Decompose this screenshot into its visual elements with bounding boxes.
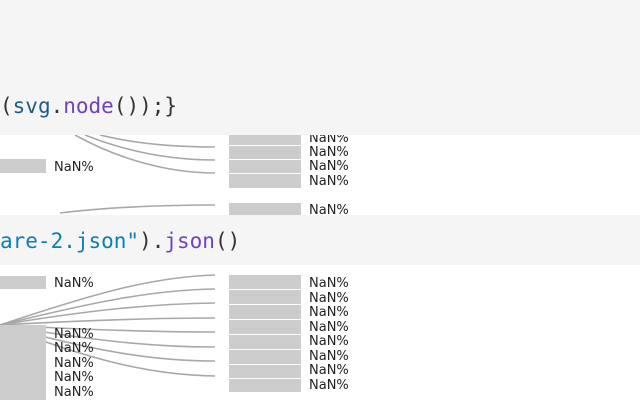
link bbox=[74, 135, 216, 174]
code-token: svg bbox=[12, 94, 51, 118]
right-node-label: NaN% bbox=[309, 291, 349, 306]
right-nodes bbox=[229, 135, 301, 215]
code-line: (svg.node());} bbox=[0, 94, 177, 118]
right-node-bar bbox=[229, 275, 301, 289]
right-nodes bbox=[229, 275, 301, 392]
code-line: are-2.json").json() bbox=[0, 229, 240, 253]
right-node-bar bbox=[229, 379, 301, 392]
right-labels: NaN%NaN%NaN%NaN%NaN% bbox=[309, 135, 349, 215]
left-node-label: NaN% bbox=[54, 276, 94, 291]
right-node-bar bbox=[229, 203, 301, 215]
sankey-chart-2: NaN%NaN%NaN%NaN%NaN%NaN% NaN%NaN%NaN%NaN… bbox=[0, 274, 349, 400]
left-node-bar bbox=[0, 325, 46, 400]
link bbox=[59, 204, 216, 214]
right-node-label: NaN% bbox=[309, 320, 349, 335]
link bbox=[0, 288, 216, 326]
link bbox=[0, 317, 216, 326]
left-nodes bbox=[0, 276, 46, 400]
link bbox=[0, 274, 216, 326]
right-node-label: NaN% bbox=[309, 203, 349, 215]
code-token: ). bbox=[139, 229, 165, 253]
right-node-label: NaN% bbox=[309, 174, 349, 189]
left-node-bar bbox=[0, 159, 46, 173]
right-node-bar bbox=[229, 174, 301, 188]
chart-output-1: NaN% NaN%NaN%NaN%NaN%NaN% bbox=[0, 135, 640, 215]
right-node-bar bbox=[229, 146, 301, 159]
right-node-bar bbox=[229, 135, 301, 145]
left-labels: NaN%NaN%NaN%NaN%NaN%NaN% bbox=[54, 276, 94, 400]
sankey-chart-1: NaN% NaN%NaN%NaN%NaN%NaN% bbox=[0, 135, 349, 215]
right-node-label: NaN% bbox=[309, 334, 349, 349]
left-node-label: NaN% bbox=[54, 370, 94, 385]
chart-output-2: NaN%NaN%NaN%NaN%NaN%NaN% NaN%NaN%NaN%NaN… bbox=[0, 265, 640, 400]
left-node-label: NaN% bbox=[54, 327, 94, 342]
code-token: ( bbox=[0, 94, 13, 118]
left-node-bar bbox=[0, 276, 46, 289]
right-node-bar bbox=[229, 335, 301, 349]
right-labels: NaN%NaN%NaN%NaN%NaN%NaN%NaN%NaN% bbox=[309, 276, 349, 393]
code-token: () bbox=[214, 229, 241, 253]
left-labels: NaN% bbox=[54, 160, 94, 175]
links bbox=[59, 135, 216, 214]
code-token: are-2.json" bbox=[0, 229, 140, 253]
right-node-bar bbox=[229, 305, 301, 319]
right-node-bar bbox=[229, 290, 301, 304]
link bbox=[0, 302, 216, 326]
link bbox=[99, 135, 216, 148]
right-node-bar bbox=[229, 160, 301, 173]
left-nodes bbox=[0, 159, 46, 173]
right-node-label: NaN% bbox=[309, 305, 349, 320]
left-node-label: NaN% bbox=[54, 356, 94, 371]
code-cell-1[interactable]: (svg.node());} bbox=[0, 0, 640, 135]
code-token: . bbox=[50, 94, 64, 118]
code-token: node bbox=[63, 94, 114, 118]
right-node-label: NaN% bbox=[309, 349, 349, 364]
left-node-label: NaN% bbox=[54, 160, 94, 175]
right-node-label: NaN% bbox=[309, 378, 349, 393]
link bbox=[84, 135, 216, 161]
code-cell-2[interactable]: are-2.json").json() bbox=[0, 215, 640, 265]
right-node-label: NaN% bbox=[309, 135, 349, 146]
right-node-label: NaN% bbox=[309, 363, 349, 378]
right-node-label: NaN% bbox=[309, 145, 349, 160]
right-node-label: NaN% bbox=[309, 276, 349, 291]
left-node-label: NaN% bbox=[54, 385, 94, 400]
left-node-label: NaN% bbox=[54, 341, 94, 356]
code-token: json bbox=[164, 229, 215, 253]
right-node-bar bbox=[229, 320, 301, 334]
right-node-label: NaN% bbox=[309, 159, 349, 174]
right-node-bar bbox=[229, 365, 301, 378]
code-token: ());} bbox=[113, 94, 178, 118]
right-node-bar bbox=[229, 350, 301, 364]
